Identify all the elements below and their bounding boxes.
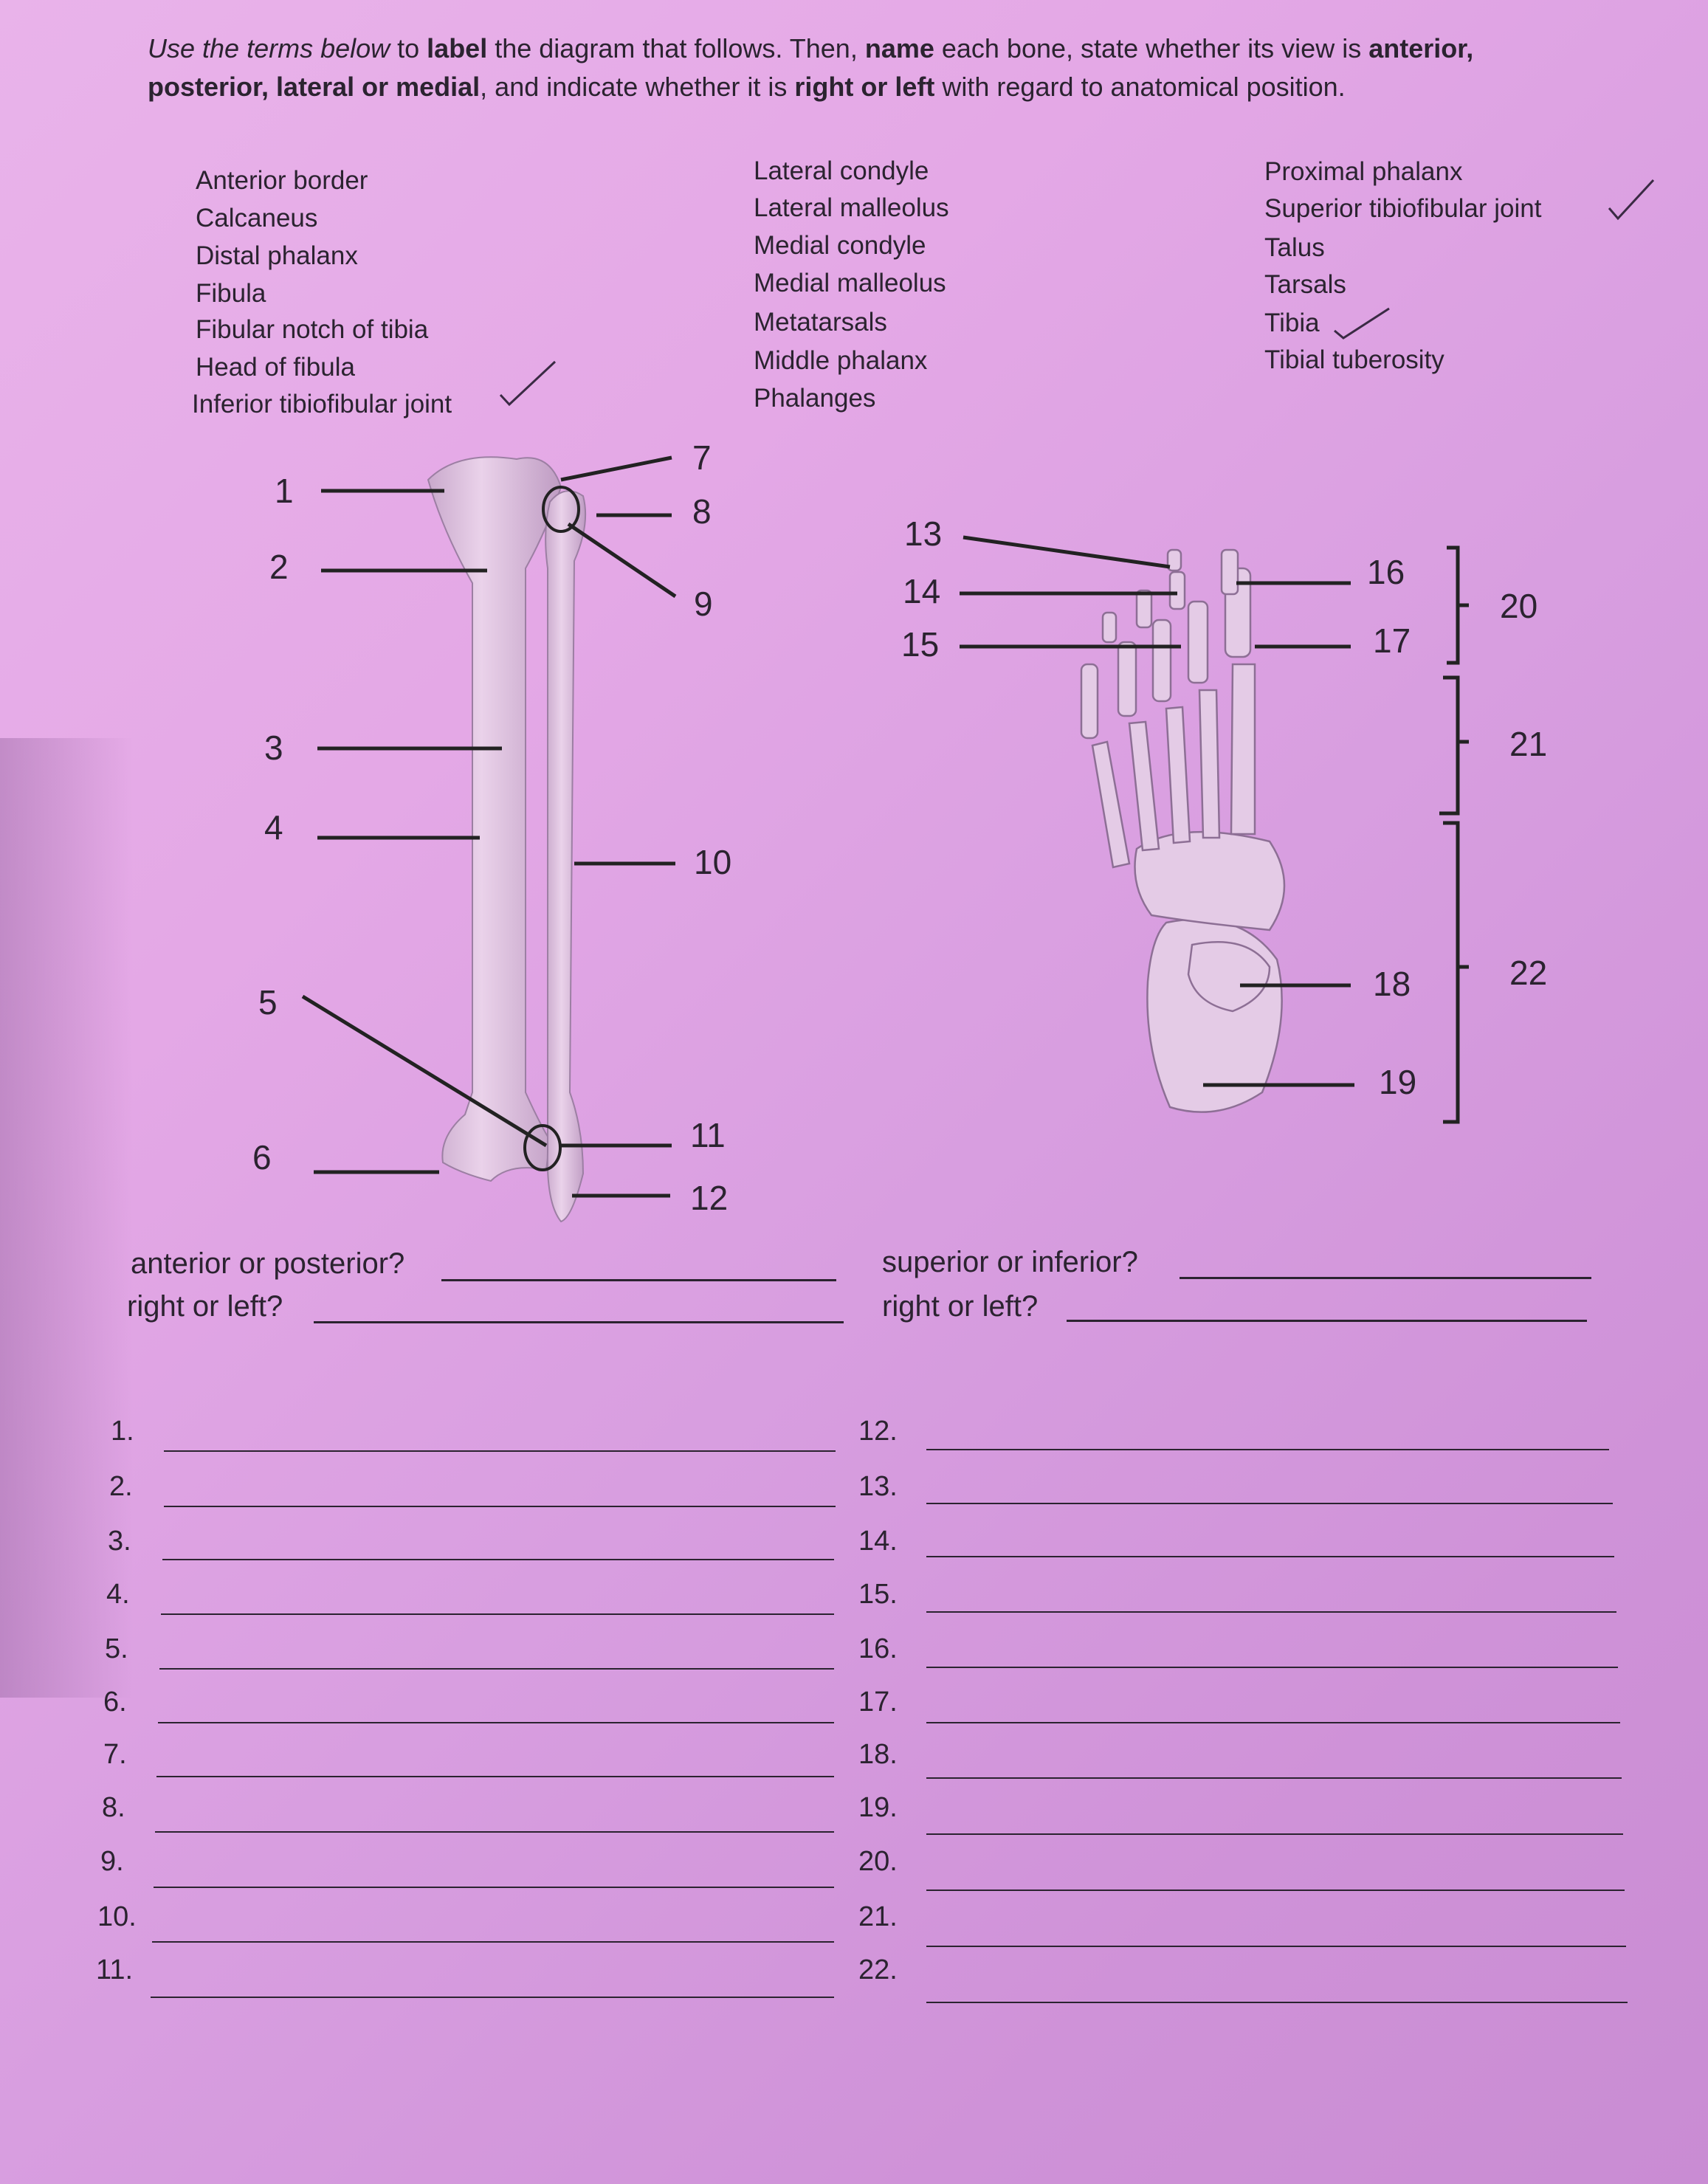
- leg-label: 5: [258, 985, 278, 1019]
- phalanx-bone: [1118, 642, 1136, 716]
- phalanx-bone: [1222, 550, 1238, 594]
- answer-line-leg-side[interactable]: [314, 1321, 844, 1323]
- answer-line[interactable]: [926, 1722, 1620, 1723]
- answer-number: 13.: [858, 1472, 898, 1501]
- leg-label: 6: [252, 1140, 272, 1174]
- leg-label: 2: [269, 550, 289, 584]
- phalanx-bone: [1170, 572, 1185, 609]
- answer-number: 11.: [96, 1956, 133, 1984]
- answer-line[interactable]: [156, 1776, 834, 1777]
- answer-number: 3.: [108, 1527, 131, 1555]
- leader-line: [963, 537, 1170, 567]
- foot-label: 19: [1379, 1065, 1416, 1099]
- answer-line[interactable]: [164, 1506, 836, 1507]
- foot-label: 20: [1500, 589, 1537, 623]
- phalanx-bone: [1188, 602, 1208, 683]
- answer-line[interactable]: [162, 1559, 834, 1560]
- foot-label: 21: [1509, 727, 1547, 761]
- answer-number: 6.: [103, 1688, 127, 1716]
- answer-number: 22.: [858, 1956, 898, 1984]
- answer-line[interactable]: [926, 1777, 1622, 1779]
- answer-number: 12.: [858, 1417, 898, 1445]
- foot-label: 15: [901, 627, 939, 661]
- answer-line-leg-view[interactable]: [441, 1279, 836, 1281]
- answer-number: 15.: [858, 1580, 898, 1608]
- answer-line[interactable]: [159, 1668, 834, 1670]
- leg-label: 7: [692, 441, 712, 475]
- leg-label: 11: [690, 1118, 726, 1152]
- answer-line[interactable]: [926, 1946, 1626, 1947]
- foot-label: 17: [1373, 624, 1411, 658]
- answer-line[interactable]: [161, 1613, 834, 1615]
- answer-line[interactable]: [926, 1503, 1613, 1504]
- foot-label: 18: [1373, 967, 1411, 1001]
- answer-line[interactable]: [926, 1449, 1609, 1450]
- leg-label: 9: [694, 587, 713, 621]
- answer-line-foot-view[interactable]: [1180, 1277, 1591, 1279]
- leg-label: 12: [690, 1181, 728, 1215]
- phalanx-bone: [1137, 590, 1151, 627]
- answer-line[interactable]: [155, 1831, 834, 1833]
- answer-number: 9.: [100, 1847, 124, 1875]
- answer-line[interactable]: [926, 1890, 1625, 1891]
- answer-line[interactable]: [158, 1722, 834, 1723]
- answer-number: 5.: [105, 1635, 128, 1663]
- question-foot-side: right or left?: [882, 1290, 1038, 1323]
- answer-number: 21.: [858, 1903, 898, 1931]
- phalanx-bone: [1081, 664, 1098, 738]
- metatarsal-bone: [1092, 742, 1129, 867]
- answer-line[interactable]: [151, 1997, 834, 1998]
- leg-label: 10: [694, 845, 731, 879]
- bracket-metatarsals: [1439, 678, 1469, 813]
- foot-label: 22: [1509, 956, 1547, 990]
- bracket-phalanges: [1447, 548, 1469, 663]
- answer-line[interactable]: [926, 1611, 1616, 1613]
- answer-number: 20.: [858, 1847, 898, 1875]
- metatarsal-bone: [1166, 707, 1190, 843]
- answer-line-foot-side[interactable]: [1067, 1320, 1587, 1322]
- leg-label: 4: [264, 810, 283, 844]
- answer-number: 2.: [109, 1472, 133, 1501]
- answer-line[interactable]: [154, 1887, 834, 1888]
- answer-line[interactable]: [164, 1450, 836, 1452]
- question-foot-view: superior or inferior?: [882, 1246, 1138, 1279]
- answer-number: 16.: [858, 1635, 898, 1663]
- answer-number: 10.: [97, 1903, 137, 1931]
- answer-number: 4.: [106, 1580, 130, 1608]
- leg-label: 1: [275, 474, 294, 508]
- question-leg-view: anterior or posterior?: [131, 1247, 404, 1281]
- answer-number: 17.: [858, 1688, 898, 1716]
- foot-label: 16: [1367, 555, 1405, 589]
- leg-label: 8: [692, 495, 712, 528]
- answer-line[interactable]: [926, 1556, 1614, 1557]
- answer-number: 19.: [858, 1794, 898, 1822]
- phalanx-bone: [1153, 620, 1171, 701]
- answer-number: 8.: [102, 1794, 125, 1822]
- leg-label: 3: [264, 731, 283, 765]
- foot-label: 13: [904, 517, 942, 551]
- answer-number: 18.: [858, 1740, 898, 1768]
- bracket-tarsals: [1443, 823, 1469, 1122]
- metatarsal-bone: [1129, 722, 1159, 850]
- question-leg-side: right or left?: [127, 1290, 283, 1323]
- answer-line[interactable]: [926, 2002, 1628, 2003]
- phalanx-bone: [1103, 613, 1116, 642]
- answer-line[interactable]: [926, 1667, 1618, 1668]
- answer-line[interactable]: [152, 1941, 834, 1943]
- metatarsal-bone: [1231, 664, 1255, 834]
- answer-number: 14.: [858, 1527, 898, 1555]
- foot-label: 14: [903, 574, 940, 608]
- answer-number: 7.: [103, 1740, 127, 1768]
- answer-line[interactable]: [926, 1833, 1623, 1835]
- metatarsal-bone: [1199, 690, 1219, 838]
- answer-number: 1.: [111, 1417, 134, 1445]
